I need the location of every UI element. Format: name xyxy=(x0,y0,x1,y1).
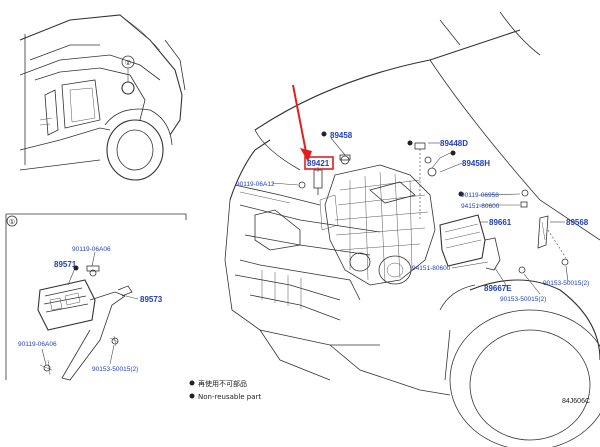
label-89421[interactable]: 89421 xyxy=(307,159,330,168)
legend-dot xyxy=(189,393,195,399)
label-89571[interactable]: 89571 xyxy=(54,260,77,269)
legend-line-2: Non-reusable part xyxy=(198,393,261,401)
label-90119-06958[interactable]: 90119-06958 xyxy=(461,192,499,199)
label-90153-50015-right[interactable]: 90153-50015(2) xyxy=(543,280,589,287)
label-94151-80600-bottom[interactable]: 94151-80600 xyxy=(412,265,451,272)
legend-dot xyxy=(189,380,195,386)
label-89458[interactable]: 89458 xyxy=(330,131,353,140)
label-90119-06A06-top[interactable]: 90119-06A06 xyxy=(72,246,111,253)
label-90153-50015-left[interactable]: 90153-50015(2) xyxy=(92,366,138,373)
label-89568[interactable]: 89568 xyxy=(566,218,589,227)
legend-line-1: 再使用不可部品 xyxy=(198,379,247,388)
leader-lines xyxy=(271,137,569,295)
legend: 再使用不可部品 Non-reusable part xyxy=(189,379,261,401)
vehicle-rear-view: ① xyxy=(19,14,186,181)
label-90119-06A12[interactable]: 90119-06A12 xyxy=(236,181,275,188)
engine-assembly xyxy=(319,164,436,286)
detail-marker: ① xyxy=(125,59,131,67)
ecu-module xyxy=(439,189,569,274)
label-94151-80600-top[interactable]: 94151-80600 xyxy=(461,203,500,210)
non-reusable-dot xyxy=(458,191,464,197)
vehicle-front-view xyxy=(224,11,600,447)
label-90119-06A06-bottom[interactable]: 90119-06A06 xyxy=(18,341,57,348)
detail-box: ① 90119-06A06 89571 89573 90119-06A06 90… xyxy=(5,213,187,381)
label-89661[interactable]: 89661 xyxy=(489,218,512,227)
label-89458H[interactable]: 89458H xyxy=(462,159,490,168)
label-89573[interactable]: 89573 xyxy=(140,295,163,304)
figure-code: 84J606C xyxy=(562,398,590,405)
label-90153-50015-center[interactable]: 90153-50015(2) xyxy=(500,296,546,303)
non-reusable-dot xyxy=(407,140,413,146)
non-reusable-dot xyxy=(73,265,79,271)
highlight-arrow xyxy=(292,84,334,170)
label-89667E[interactable]: 89667E xyxy=(484,284,512,293)
highlight-box xyxy=(304,156,334,170)
label-89448D[interactable]: 89448D xyxy=(440,139,468,148)
non-reusable-dot xyxy=(450,150,456,156)
detail-box-marker: ① xyxy=(9,218,15,226)
non-reusable-dot xyxy=(321,131,327,137)
